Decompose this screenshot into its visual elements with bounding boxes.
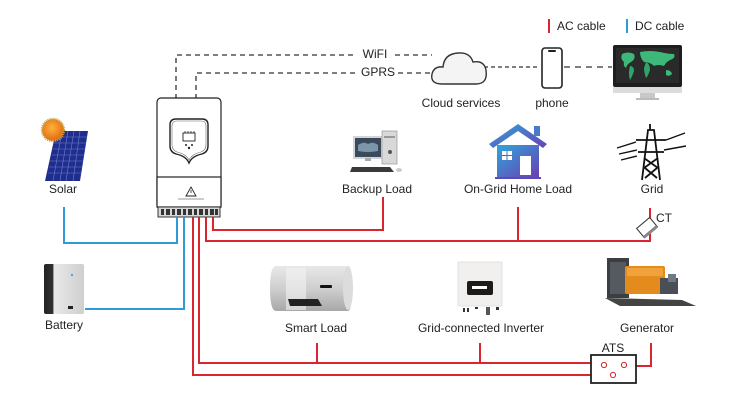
backup-load-label: Backup Load: [341, 182, 413, 196]
generator-icon: [605, 258, 696, 306]
wifi-label: WiFI: [362, 47, 388, 61]
legend-ac: AC cable: [548, 19, 606, 33]
legend-ac-label: AC cable: [557, 19, 606, 33]
wifi-link: [175, 54, 432, 99]
hybrid-inverter-icon: [156, 97, 222, 218]
gprs-label: GPRS: [360, 65, 396, 79]
solar-panel-icon: [40, 117, 88, 182]
grid-cable: [205, 208, 651, 242]
ac-swatch: [548, 19, 550, 33]
ct-label: CT: [656, 211, 672, 225]
ct-sensor-icon: [635, 216, 659, 239]
grid-label: Grid: [640, 182, 664, 196]
ac-cables: [192, 197, 652, 376]
computer-icon: [350, 130, 402, 172]
cloud-icon: [431, 52, 487, 85]
dc-swatch: [626, 19, 628, 33]
solar-cable: [63, 207, 178, 244]
battery-cable: [85, 217, 185, 310]
legend-dc-label: DC cable: [635, 19, 685, 33]
monitor-icon: [613, 45, 682, 100]
smart-load-cable: [198, 217, 602, 364]
water-heater-icon: [270, 266, 353, 311]
phone-icon: [541, 47, 563, 89]
ats-cable: [192, 217, 613, 376]
ats-box: [590, 354, 637, 384]
power-tower-icon: [616, 124, 687, 181]
house-icon: [489, 124, 547, 179]
solar-label: Solar: [48, 182, 78, 196]
cloud-label: Cloud services: [421, 96, 501, 110]
grid-inverter-icon: [457, 261, 503, 315]
backup-load-cable: [212, 197, 384, 231]
legend-dc: DC cable: [626, 19, 684, 33]
ats-label: ATS: [601, 341, 625, 355]
battery-label: Battery: [44, 318, 84, 332]
home-load-label: On-Grid Home Load: [463, 182, 573, 196]
smart-load-label: Smart Load: [284, 321, 348, 335]
phone-label: phone: [535, 96, 569, 110]
gprs-link: [195, 72, 432, 99]
grid-inverter-label: Grid-connected Inverter: [417, 321, 545, 335]
dc-cables: [63, 207, 185, 310]
generator-label: Generator: [619, 321, 675, 335]
sun-icon: [40, 117, 66, 143]
battery-icon: [44, 264, 84, 314]
